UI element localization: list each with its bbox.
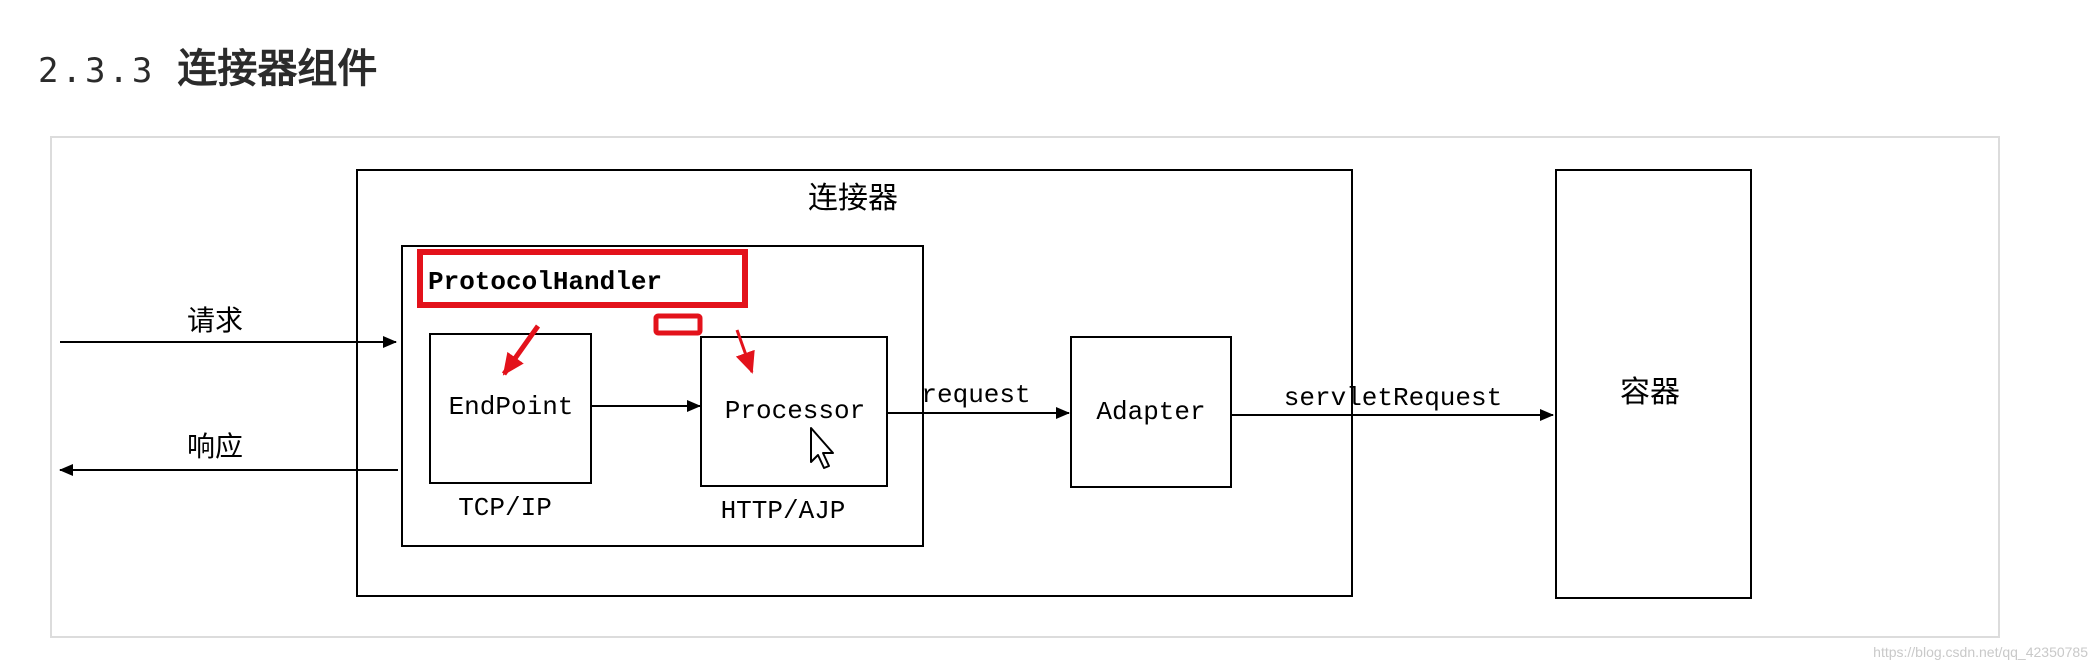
protocol-handler-label: ProtocolHandler <box>428 267 662 297</box>
watermark: https://blog.csdn.net/qq_42350785 <box>1873 644 2088 660</box>
endpoint-label: EndPoint <box>449 392 574 422</box>
container-box <box>1555 169 1752 599</box>
servlet-request-edge-label: servletRequest <box>1284 383 1502 413</box>
protocol-handler-highlight <box>417 249 748 308</box>
connector-box <box>356 169 1353 597</box>
section-number: 2.3.3 <box>38 51 156 91</box>
red-marker <box>653 313 703 336</box>
mouse-cursor-icon <box>810 427 834 469</box>
request-edge-label: request <box>921 380 1030 410</box>
red-arrow-to-endpoint <box>501 324 541 376</box>
red-arrow-to-processor <box>735 329 755 374</box>
figure-frame <box>50 136 2000 638</box>
protocol-handler-box <box>401 245 924 547</box>
endpoint-protocol: TCP/IP <box>458 493 552 523</box>
adapter-label: Adapter <box>1096 397 1205 427</box>
section-title: 连接器组件 <box>177 46 378 92</box>
processor-protocol: HTTP/AJP <box>721 496 846 526</box>
adapter-box <box>1070 336 1232 488</box>
request-in-label: 请求 <box>187 304 243 337</box>
response-out-label: 响应 <box>187 430 243 463</box>
container-label: 容器 <box>1620 375 1680 410</box>
connector-label: 连接器 <box>808 181 898 216</box>
processor-box <box>700 336 888 487</box>
endpoint-box <box>429 333 592 484</box>
section-heading: 2.3.3 连接器组件 <box>38 36 377 96</box>
processor-label: Processor <box>725 396 865 426</box>
